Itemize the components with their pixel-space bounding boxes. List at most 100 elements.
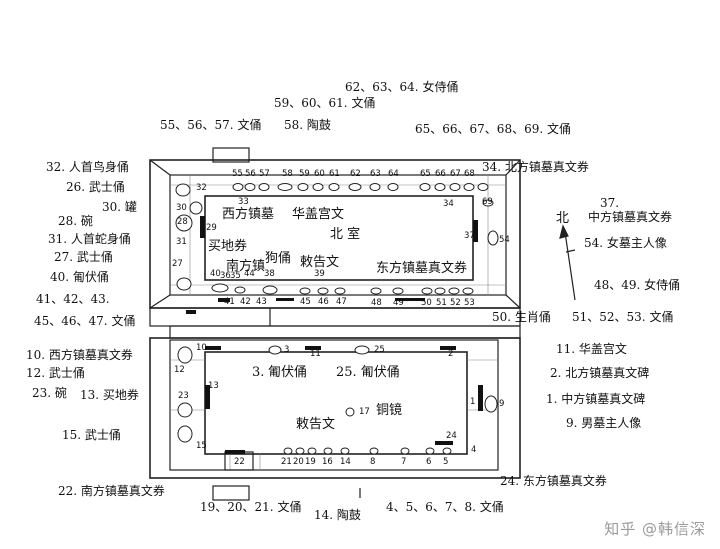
west-quan-label: 西方镇墓 — [222, 207, 275, 222]
num-44: 44 — [244, 269, 255, 279]
num-2: 2 — [448, 349, 454, 359]
num-3: 3 — [284, 345, 290, 355]
label-26: 26. 武士俑 — [66, 180, 125, 194]
num-53: 53 — [464, 298, 475, 308]
label-11: 11. 华盖宫文 — [556, 342, 627, 356]
dog-figure-label: 狗俑 — [265, 251, 292, 266]
watermark: 知乎 @韩信深 — [604, 520, 706, 538]
num-20: 20 — [293, 457, 304, 467]
num-33: 33 — [238, 197, 249, 207]
north-room-label: 北 室 — [330, 227, 361, 242]
num-15: 15 — [196, 441, 207, 451]
num-32: 32 — [196, 183, 207, 193]
label-22: 22. 南方镇墓真文券 — [58, 484, 165, 498]
num-24: 24 — [446, 431, 457, 441]
num-59: 59 — [299, 169, 310, 179]
label-27: 27. 武士俑 — [54, 250, 113, 264]
num-51: 51 — [436, 298, 447, 308]
num-43: 43 — [256, 297, 267, 307]
num-5: 5 — [443, 457, 449, 467]
num-66: 66 — [435, 169, 446, 179]
num-12: 12 — [174, 365, 185, 375]
bronze-mirror-label: 铜镜 — [376, 403, 403, 418]
num-10: 10 — [196, 343, 207, 353]
num-62: 62 — [350, 169, 361, 179]
num-4: 4 — [471, 445, 477, 455]
label-62-64: 62、63、64. 女侍俑 — [345, 80, 459, 94]
label-55-57: 55、56、57. 文俑 — [160, 118, 262, 132]
num-13: 13 — [208, 381, 219, 391]
num-27: 27 — [172, 259, 183, 269]
num-58: 58 — [282, 169, 293, 179]
jiugao-south-label: 敕告文 — [296, 417, 336, 432]
num-60: 60 — [314, 169, 325, 179]
label-13: 13. 买地券 — [80, 388, 139, 402]
num-67: 67 — [450, 169, 461, 179]
east-quan-label: 东方镇墓真文券 — [376, 261, 468, 276]
num-31: 31 — [176, 237, 187, 247]
num-16: 16 — [322, 457, 333, 467]
num-42: 42 — [240, 297, 251, 307]
num-21: 21 — [281, 457, 292, 467]
label-10: 10. 西方镇墓真文券 — [26, 348, 133, 362]
num-7: 7 — [401, 457, 407, 467]
label-51-53: 51、52、53. 文俑 — [572, 310, 674, 324]
label-4-8: 4、5、6、7、8. 文俑 — [386, 500, 504, 514]
num-1: 1 — [470, 397, 476, 407]
num-11: 11 — [310, 349, 321, 359]
num-64: 64 — [388, 169, 399, 179]
label-9: 9. 男墓主人像 — [566, 416, 642, 430]
num-46: 46 — [318, 297, 329, 307]
num-23: 23 — [178, 391, 189, 401]
n3-label: 3. — [252, 365, 265, 380]
label-32: 32. 人首鸟身俑 — [46, 160, 129, 174]
num-68: 68 — [464, 169, 475, 179]
num-29: 29 — [206, 223, 217, 233]
label-28: 28. 碗 — [58, 214, 93, 228]
num-49: 49 — [393, 298, 404, 308]
num-61: 61 — [329, 169, 340, 179]
label-23: 23. 碗 — [32, 386, 67, 400]
num-28: 28 — [177, 217, 188, 227]
num-65: 65 — [420, 169, 431, 179]
label-15: 15. 武士俑 — [62, 428, 121, 442]
huagai-label: 华盖宫文 — [292, 207, 345, 222]
label-54: 54. 女墓主人像 — [584, 236, 667, 250]
num-25: 25 — [374, 345, 385, 355]
num-34: 34 — [443, 199, 454, 209]
label-14: 14. 陶鼓 — [314, 508, 361, 522]
num-35: 35 — [230, 271, 241, 281]
num-22: 22 — [234, 457, 245, 467]
num-37: 37 — [464, 231, 475, 241]
pufu-label: 匍伏俑 — [268, 365, 308, 380]
label-24: 24. 东方镇墓真文券 — [500, 474, 607, 488]
num-69: 69 — [482, 197, 493, 207]
num-50: 50 — [421, 298, 432, 308]
num-17: 17 — [359, 407, 370, 417]
label-37-text: 中方镇墓真文券 — [588, 210, 673, 224]
num-36: 36 — [220, 271, 231, 281]
num-41: 41 — [224, 297, 235, 307]
label-30: 30. 罐 — [102, 200, 137, 214]
num-45: 45 — [300, 297, 311, 307]
num-52: 52 — [450, 298, 461, 308]
label-19-21: 19、20、21. 文俑 — [200, 500, 302, 514]
label-1: 1. 中方镇墓真文碑 — [546, 392, 646, 406]
label-34: 34. 北方镇墓真文券 — [482, 160, 589, 174]
num-9: 9 — [499, 399, 505, 409]
label-65-69: 65、66、67、68、69. 文俑 — [415, 122, 571, 136]
label-2: 2. 北方镇墓真文碑 — [550, 366, 650, 380]
label-45-47: 45、46、47. 文俑 — [34, 314, 136, 328]
num-40: 40 — [210, 269, 221, 279]
pufu-25-label: 25. 匍伏俑 — [336, 365, 400, 380]
south-quan-label: 南方镇 — [226, 259, 266, 274]
num-57: 57 — [259, 169, 270, 179]
num-47: 47 — [336, 297, 347, 307]
label-31: 31. 人首蛇身俑 — [48, 232, 131, 246]
num-6: 6 — [426, 457, 432, 467]
num-55: 55 — [232, 169, 243, 179]
label-12: 12. 武士俑 — [26, 366, 85, 380]
num-39: 39 — [314, 269, 325, 279]
